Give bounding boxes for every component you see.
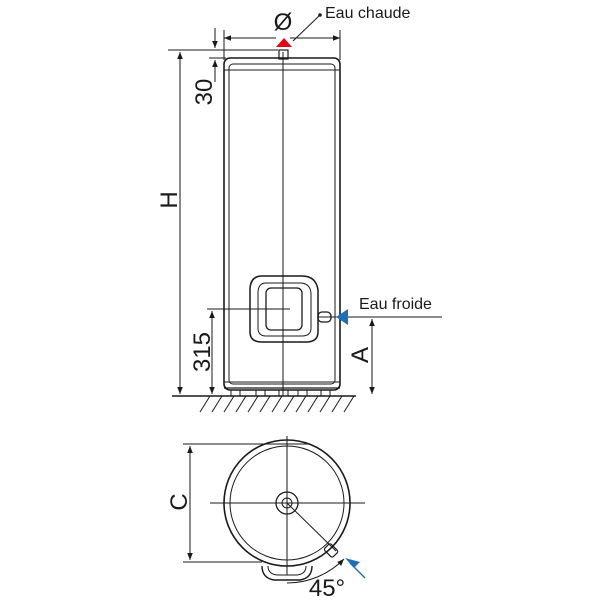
- hot-water-indicator: Eau chaude: [276, 5, 411, 47]
- front-view: Ø Eau chaude 30 H 315: [156, 5, 442, 413]
- control-panel: [207, 275, 319, 343]
- top-offset-dimension: 30: [191, 28, 278, 105]
- depth-value: C: [166, 493, 193, 510]
- cold-inlet-arrow-icon: [345, 558, 360, 568]
- cold-water-indicator: Eau froide: [336, 296, 442, 325]
- tank-body: [223, 49, 341, 397]
- top-view: C 45°: [166, 436, 366, 600]
- cold-water-label: Eau froide: [359, 296, 432, 313]
- angle-value: 45°: [309, 575, 345, 600]
- height-dimension: H: [156, 49, 210, 394]
- inlet-height-dimension: 315: [189, 311, 216, 394]
- inlet-height-value: 315: [189, 332, 216, 372]
- height-value: H: [156, 191, 183, 208]
- hot-water-label: Eau chaude: [325, 5, 411, 22]
- diameter-dimension: Ø: [223, 9, 341, 60]
- cold-water-arrow-icon: [336, 309, 348, 325]
- top-offset-value: 30: [191, 79, 218, 106]
- depth-dimension: C: [166, 443, 310, 563]
- cold-height-value: A: [347, 347, 374, 363]
- cold-height-dimension: A: [347, 319, 375, 394]
- diameter-symbol: Ø: [274, 9, 293, 36]
- cold-inlet-angle-indicator: [345, 558, 366, 579]
- ground-hatching: [172, 395, 356, 413]
- hot-water-arrow-icon: [276, 38, 292, 47]
